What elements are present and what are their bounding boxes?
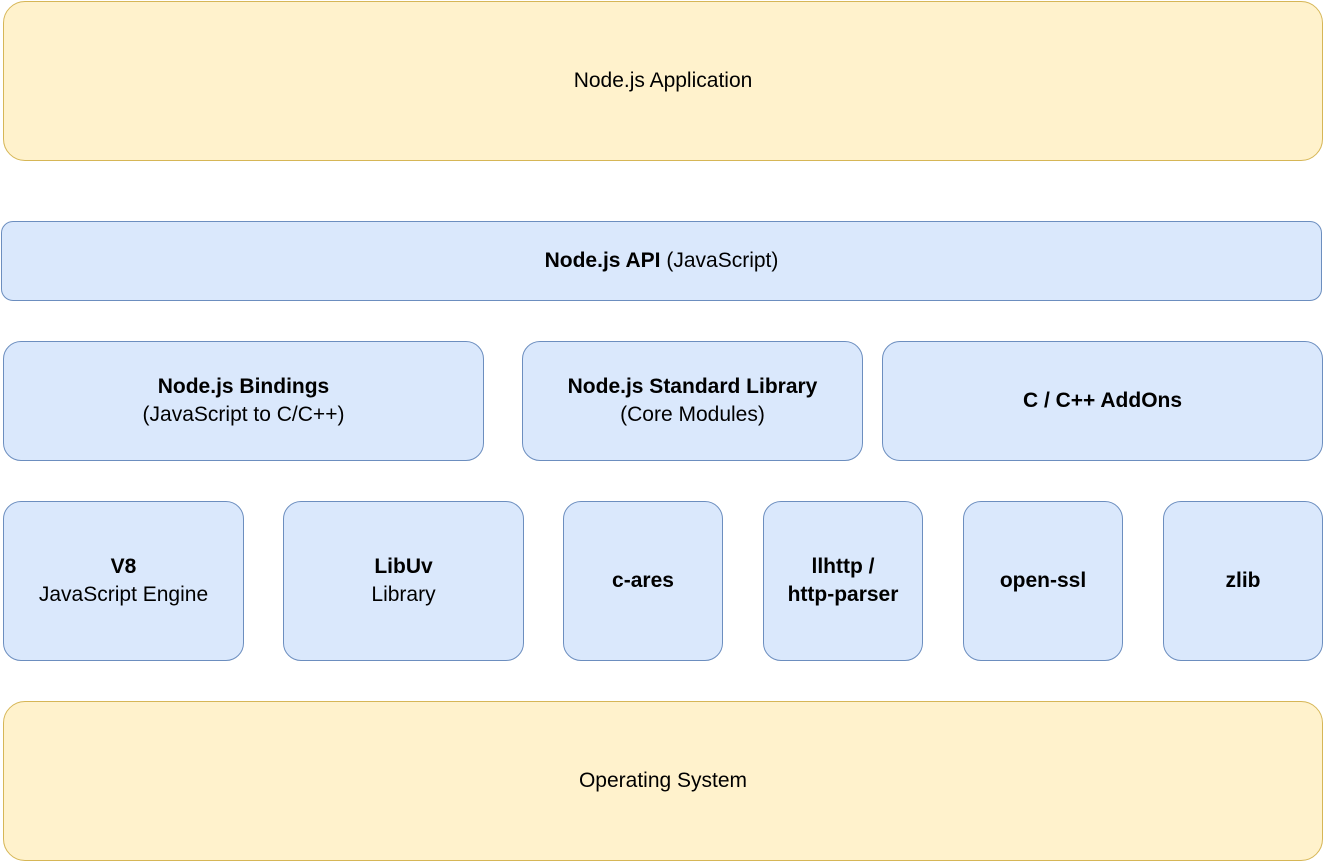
c-ares-title: c-ares [612, 569, 674, 592]
c-ares-box: c-ares [563, 501, 723, 661]
nodejs-api-label: Node.js API (JavaScript) [545, 247, 779, 275]
v8-box: V8 JavaScript Engine [3, 501, 244, 661]
v8-title: V8 [110, 555, 137, 578]
libuv-box: LibUv Library [283, 501, 524, 661]
open-ssl-box: open-ssl [963, 501, 1123, 661]
libuv-title: LibUv [374, 555, 433, 578]
open-ssl-title: open-ssl [999, 569, 1087, 592]
http-parser-title: http-parser [787, 583, 899, 606]
nodejs-standard-library-subtitle: (Core Modules) [620, 403, 765, 426]
operating-system-label: Operating System [578, 769, 748, 792]
operating-system-layer: Operating System [3, 701, 1323, 861]
nodejs-bindings-box: Node.js Bindings (JavaScript to C/C++) [3, 341, 484, 461]
libuv-subtitle: Library [371, 583, 436, 606]
nodejs-api-layer: Node.js API (JavaScript) [1, 221, 1322, 301]
v8-subtitle: JavaScript Engine [38, 583, 209, 606]
llhttp-title: llhttp / [811, 555, 875, 578]
nodejs-application-layer: Node.js Application [3, 1, 1323, 161]
nodejs-standard-library-box: Node.js Standard Library (Core Modules) [522, 341, 863, 461]
nodejs-standard-library-title: Node.js Standard Library [567, 375, 818, 398]
llhttp-box: llhttp / http-parser [763, 501, 923, 661]
nodejs-application-label: Node.js Application [573, 69, 753, 92]
nodejs-api-subtitle: (JavaScript) [660, 249, 779, 272]
c-cpp-addons-box: C / C++ AddOns [882, 341, 1323, 461]
zlib-box: zlib [1163, 501, 1323, 661]
zlib-title: zlib [1225, 569, 1261, 592]
nodejs-bindings-title: Node.js Bindings [157, 375, 330, 398]
c-cpp-addons-title: C / C++ AddOns [1022, 389, 1183, 412]
nodejs-bindings-subtitle: (JavaScript to C/C++) [142, 403, 345, 426]
nodejs-api-title: Node.js API [544, 249, 661, 272]
